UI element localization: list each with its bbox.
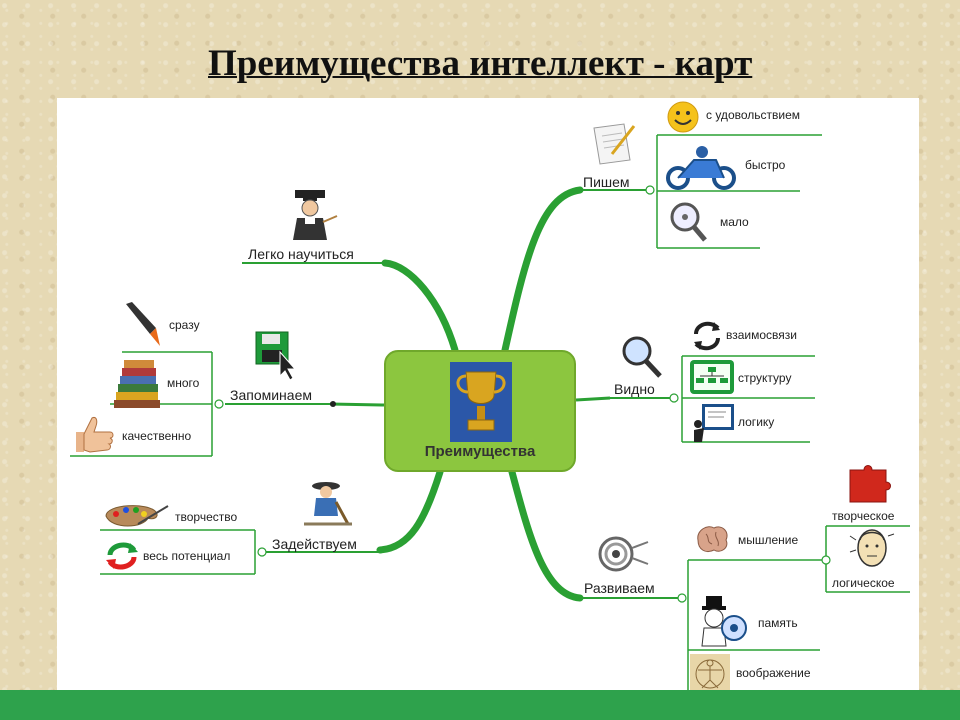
use-item-1[interactable]: творчество: [175, 510, 238, 524]
cycle-arrows-icon: [694, 321, 720, 351]
center-node[interactable]: Преимущества: [384, 350, 576, 472]
develop-item-1[interactable]: мышление: [738, 533, 799, 547]
magnifier-icon: [670, 202, 707, 242]
brain-icon: [697, 526, 728, 553]
write-item-1[interactable]: с удовольствием: [706, 108, 801, 122]
professor-icon: [293, 190, 338, 240]
smiley-icon: [667, 101, 699, 133]
org-chart-icon: [690, 360, 734, 394]
branch-line-see: [575, 396, 611, 402]
magnifier-icon: [622, 336, 662, 378]
branch-label-use[interactable]: Задействуем: [272, 536, 357, 552]
refresh-icon: [106, 542, 138, 570]
develop-item-3[interactable]: воображение: [736, 666, 811, 680]
puzzle-icon: [849, 465, 891, 503]
branch-line-remember: [329, 402, 385, 407]
branch-label-develop[interactable]: Развиваем: [584, 580, 655, 596]
head-icon: [849, 529, 895, 567]
thumbs-up-icon: [76, 417, 114, 453]
paper-pen-icon: [593, 123, 636, 165]
trophy-icon: [450, 362, 512, 442]
remember-item-2[interactable]: много: [167, 376, 200, 390]
branch-line-develop: [508, 468, 584, 602]
bottom-bar: [0, 690, 960, 720]
branch-line-write: [501, 186, 584, 354]
branch-label-write[interactable]: Пишем: [583, 174, 630, 190]
vitruvian-icon: [690, 654, 730, 690]
magician-icon: [701, 596, 747, 647]
write-item-3[interactable]: мало: [720, 215, 749, 229]
center-label: Преимущества: [424, 443, 536, 460]
remember-item-1[interactable]: сразу: [169, 318, 200, 332]
see-item-2[interactable]: структуру: [738, 371, 792, 385]
use-item-2[interactable]: весь потенциал: [143, 549, 231, 563]
presentation-icon: [694, 404, 734, 442]
write-item-2[interactable]: быстро: [745, 158, 786, 172]
gardener-icon: [304, 482, 352, 526]
develop-sub-2[interactable]: логическое: [832, 576, 895, 590]
branch-label-learn[interactable]: Легко научиться: [248, 246, 354, 262]
develop-sub-1[interactable]: творческое: [832, 509, 895, 523]
see-item-3[interactable]: логику: [738, 415, 775, 429]
branch-label-see[interactable]: Видно: [614, 381, 655, 397]
whirl-icon: [598, 536, 649, 572]
see-item-1[interactable]: взаимосвязи: [726, 328, 797, 342]
branch-line-use: [376, 468, 444, 554]
books-icon: [114, 360, 160, 408]
motorcycle-icon: [666, 146, 736, 190]
pen-nib-icon: [126, 302, 160, 346]
palette-icon: [105, 505, 169, 527]
develop-item-2[interactable]: память: [758, 616, 798, 630]
branch-line-learn: [381, 259, 459, 354]
page-title: Преимущества интеллект - карт: [208, 43, 753, 84]
branch-label-remember[interactable]: Запоминаем: [230, 387, 312, 403]
save-disk-icon: [255, 331, 297, 381]
remember-item-3[interactable]: качественно: [122, 429, 192, 443]
